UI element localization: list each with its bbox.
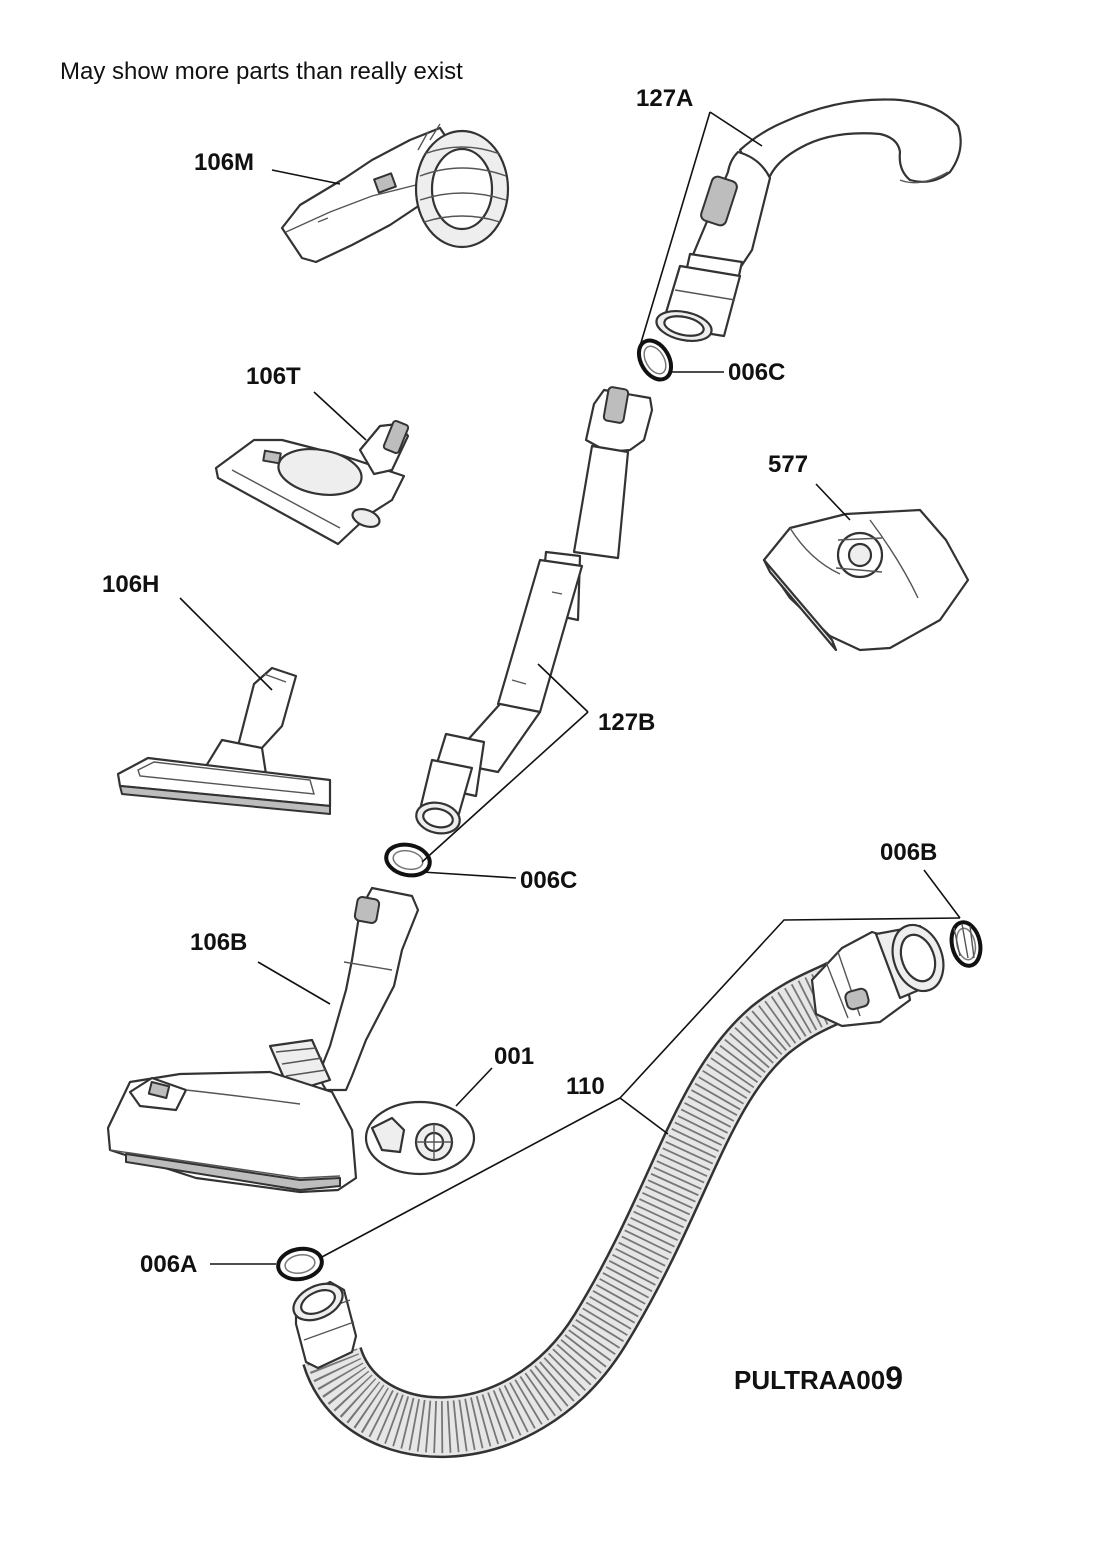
part-127B-telescopic-tube (415, 386, 654, 835)
part-127A-hose-handle (655, 98, 962, 342)
label-006A: 006A (140, 1251, 197, 1278)
part-006C-middle-seal (384, 842, 432, 878)
label-127A: 127A (636, 85, 693, 112)
label-006C-middle: 006C (520, 867, 577, 894)
part-106T-parquet-nozzle (214, 420, 410, 546)
part-006C-upper-seal (636, 338, 674, 382)
label-006B: 006B (880, 839, 937, 866)
part-106M-brush-nozzle (280, 123, 510, 264)
label-106H: 106H (102, 571, 159, 598)
label-110: 110 (566, 1073, 605, 1100)
part-110-suction-hose (292, 923, 945, 1459)
part-labels: 127A 106M 106T 006C 577 106H 127B 006C 0… (102, 85, 937, 1278)
label-001: 001 (494, 1043, 534, 1070)
label-577: 577 (768, 451, 808, 478)
part-106B-floor-nozzle (106, 886, 420, 1194)
part-006A-ring (276, 1246, 324, 1282)
leader-lines (179, 111, 961, 1265)
label-106B: 106B (190, 929, 247, 956)
label-006C-upper: 006C (728, 359, 785, 386)
part-106H-hard-floor-nozzle (116, 666, 332, 815)
part-577-dust-bag (762, 508, 970, 652)
label-127B: 127B (598, 709, 655, 736)
label-106M: 106M (194, 149, 254, 176)
label-106T: 106T (246, 363, 301, 390)
drawing-code-prefix: PULTRAA00 (734, 1365, 886, 1395)
drawing-code: PULTRAA009 (734, 1360, 903, 1397)
part-006B-ring (949, 920, 983, 968)
part-001-filter (364, 1100, 476, 1176)
disclaimer-note: May show more parts than really exist (60, 58, 463, 85)
drawing-code-suffix: 9 (885, 1360, 903, 1396)
